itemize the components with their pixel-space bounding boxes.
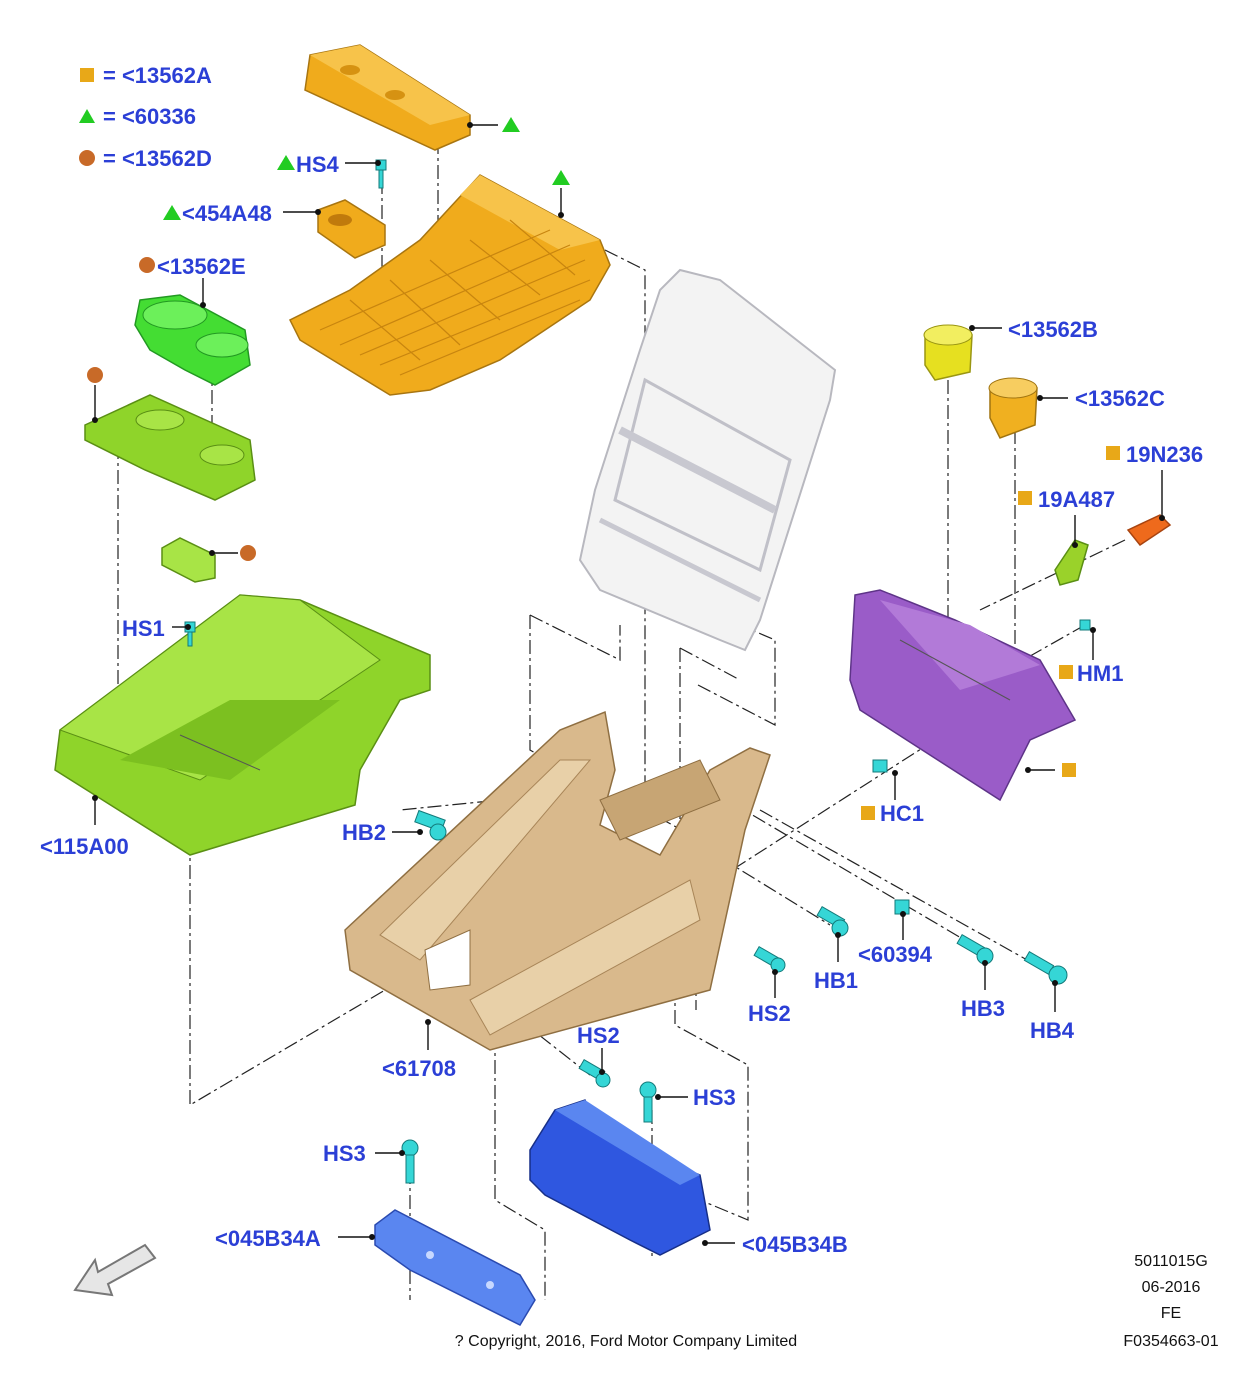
diagram-ref: F0354663-01 [1123,1333,1218,1350]
bolt-hb3 [956,933,994,965]
label-hb1: HB1 [814,968,858,993]
cup-holder-bezel [84,394,256,501]
label-13562b: <13562B [1008,317,1098,342]
console-bin [54,594,431,856]
small-clip [161,537,216,583]
label-13562c: <13562C [1075,386,1165,411]
triangle-marker-icon [163,205,181,220]
legend-triangle-icon [79,109,95,123]
label-454a48: <454A48 [182,201,272,226]
square-marker-icon [1018,491,1032,505]
console-lid-cover [304,44,471,151]
label-hs2-upper: HS2 [748,1001,791,1026]
label-hb2: HB2 [342,820,386,845]
footer: 5011015G 06-2016 FE F0354663-01 ? Copyri… [455,1253,1219,1350]
square-marker-icon [1062,763,1076,777]
copyright-notice: ? Copyright, 2016, Ford Motor Company Li… [455,1333,797,1350]
bolt-hs2-upper [753,945,786,973]
connector-part [1054,539,1089,586]
fasteners [184,159,1091,1184]
label-045b34a: <045B34A [215,1226,321,1251]
bracket-045b34b [529,1099,711,1256]
rear-panel [849,589,1077,802]
triangle-marker-icon [552,170,570,185]
label-hm1: HM1 [1077,661,1123,686]
triangle-marker-icon [502,117,520,132]
label-hs4: HS4 [296,152,340,177]
usb-port-part [1126,514,1172,547]
label-19n236: 19N236 [1126,442,1203,467]
legend-item-60336: = <60336 [103,104,196,129]
armrest-tray [288,174,611,396]
bracket-045b34a [374,1209,536,1326]
legend-item-13562a: = <13562A [103,63,212,88]
legend: = <13562A = <60336 = <13562D [79,63,212,171]
leader-lines [87,117,1165,1246]
label-hs3-left: HS3 [323,1141,366,1166]
bolt-hb2 [414,809,447,841]
label-hs1: HS1 [122,616,165,641]
square-marker-icon [861,806,875,820]
cup-ring-13562b [923,324,973,381]
label-hs2-lower: HS2 [577,1023,620,1048]
legend-square-icon [80,68,94,82]
label-61708: <61708 [382,1056,456,1081]
label-hs3-right: HS3 [693,1085,736,1110]
seat-cushion-frame [344,710,771,1051]
circle-marker-icon [87,367,103,383]
seat-back-frame [578,268,837,652]
label-115a00: <115A00 [40,834,129,859]
label-045b34b: <045B34B [742,1232,848,1257]
bolt-hb4 [1023,950,1068,985]
part-labels: HS4 <454A48 <13562E <13562B <13562C 19N2… [40,152,1203,1257]
label-19a487: 19A487 [1038,487,1115,512]
bolt-hs2-lower [578,1058,611,1088]
bolt-hb1 [816,905,849,937]
label-hc1: HC1 [880,801,924,826]
square-marker-icon [1106,446,1120,460]
label-hb3: HB3 [961,996,1005,1021]
label-13562e: <13562E [157,254,246,279]
circle-marker-icon [240,545,256,561]
assembly-lines [117,140,1126,1300]
label-hb4: HB4 [1030,1018,1075,1043]
bolt-hc1 [872,759,888,773]
cup-holder-insert [134,294,251,386]
square-marker-icon [1059,665,1073,679]
circle-marker-icon [139,257,155,273]
diagram-date: 06-2016 [1142,1279,1201,1296]
cup-ring-13562c [988,377,1038,439]
bolt-hm1 [1079,619,1091,631]
diagram-code: 5011015G [1134,1253,1208,1270]
label-60394: <60394 [858,942,933,967]
bolt-hs3-left [401,1139,419,1184]
orientation-arrow-icon [73,1243,157,1297]
latch-part [317,199,386,259]
bolt-hs3-right [639,1081,657,1123]
legend-circle-icon [79,150,95,166]
legend-item-13562d: = <13562D [103,146,212,171]
triangle-marker-icon [277,155,295,170]
diagram-region: FE [1161,1305,1181,1322]
